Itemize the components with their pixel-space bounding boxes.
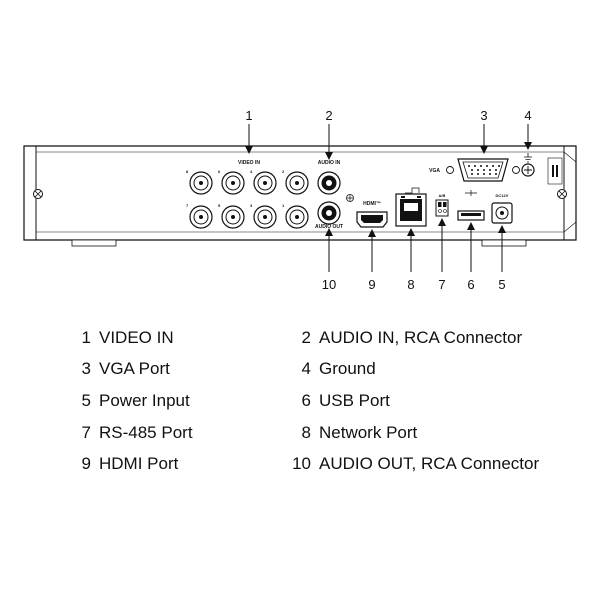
- legend-item-1: 1 VIDEO IN: [65, 328, 174, 348]
- dvr-rear-panel-diagram: VIDEO IN AUDIO IN AUDIO OUT VGA HDMI™ A/…: [23, 108, 577, 290]
- legend-number: 9: [81, 454, 91, 473]
- callout-4: 4: [524, 108, 531, 123]
- vga-panel-label: VGA: [429, 168, 440, 174]
- bnc-number-1: 1: [282, 203, 285, 208]
- callout-3: 3: [480, 108, 487, 123]
- legend-label: VGA Port: [99, 359, 170, 378]
- rs485-panel-label: A/B: [439, 193, 446, 198]
- legend-label: Network Port: [319, 423, 418, 442]
- legend-item-2: 2 AUDIO IN, RCA Connector: [285, 328, 523, 348]
- bnc-number-2: 2: [282, 169, 285, 174]
- port-legend: 1 VIDEO IN 2 AUDIO IN, RCA Connector 3 VGA …: [0, 322, 600, 482]
- bnc-number-7: 7: [186, 203, 189, 208]
- hdmi-panel-label: HDMI™: [363, 201, 381, 207]
- legend-item-6: 6 USB Port: [285, 391, 390, 411]
- legend-label: AUDIO IN, RCA Connector: [319, 328, 523, 347]
- callout-7: 7: [438, 277, 445, 290]
- legend-number: 1: [81, 328, 91, 347]
- bnc-connector-4: [253, 171, 277, 195]
- power-input-jack: [491, 202, 513, 224]
- legend-item-8: 8 Network Port: [285, 423, 418, 443]
- video-in-bnc-group: 8 6 4 2 7 5 3 1: [186, 169, 309, 229]
- legend-number: 2: [301, 328, 311, 347]
- rs485-terminal: [435, 199, 449, 217]
- callout-2: 2: [325, 108, 332, 123]
- power-panel-label: DC12V: [496, 193, 509, 198]
- reset-button-icon: [346, 194, 354, 202]
- audio-out-rca-connector: [317, 201, 341, 225]
- bnc-number-4: 4: [250, 169, 253, 174]
- legend-label: VIDEO IN: [99, 328, 174, 347]
- video-in-panel-label: VIDEO IN: [238, 160, 260, 166]
- usb-port: [457, 190, 485, 221]
- legend-number: 10: [292, 454, 311, 473]
- legend-number: 6: [301, 391, 311, 410]
- legend-item-5: 5 Power Input: [65, 391, 190, 411]
- top-callouts: 1 2 3 4: [245, 108, 532, 160]
- bnc-connector-2: [285, 171, 309, 195]
- network-port: [395, 187, 427, 227]
- legend-number: 4: [301, 359, 311, 378]
- legend-item-4: 4 Ground: [285, 359, 376, 379]
- bnc-number-6: 6: [218, 169, 221, 174]
- legend-item-7: 7 RS-485 Port: [65, 423, 193, 443]
- bnc-connector-3: [253, 205, 277, 229]
- callout-1: 1: [245, 108, 252, 123]
- bnc-connector-6: [221, 171, 245, 195]
- callout-5: 5: [498, 277, 505, 290]
- right-screw-icon: [557, 189, 567, 199]
- bnc-connector-8: [189, 171, 213, 195]
- audio-in-panel-label: AUDIO IN: [318, 160, 341, 166]
- vent-slots-icon: [547, 157, 563, 185]
- bnc-connector-7: [189, 205, 213, 229]
- left-screw-icon: [33, 189, 43, 199]
- legend-label: AUDIO OUT, RCA Connector: [319, 454, 540, 473]
- legend-number: 8: [301, 423, 311, 442]
- callout-9: 9: [368, 277, 375, 290]
- bnc-connector-5: [221, 205, 245, 229]
- legend-number: 5: [81, 391, 91, 410]
- legend-number: 7: [81, 423, 91, 442]
- callout-8: 8: [407, 277, 414, 290]
- legend-label: Ground: [319, 359, 376, 378]
- legend-label: USB Port: [319, 391, 390, 410]
- vga-port: [446, 158, 520, 182]
- audio-out-panel-label: AUDIO OUT: [315, 224, 343, 230]
- callout-6: 6: [467, 277, 474, 290]
- audio-in-rca-connector: [317, 171, 341, 195]
- callout-10: 10: [322, 277, 336, 290]
- bnc-number-8: 8: [186, 169, 189, 174]
- legend-number: 3: [81, 359, 91, 378]
- bottom-callouts: 10 9 8 7 6 5: [322, 218, 506, 290]
- hdmi-port: [356, 211, 388, 228]
- legend-item-9: 9 HDMI Port: [65, 454, 179, 474]
- ground-terminal-icon: [521, 153, 535, 177]
- legend-item-3: 3 VGA Port: [65, 359, 170, 379]
- legend-label: Power Input: [99, 391, 190, 410]
- bnc-connector-1: [285, 205, 309, 229]
- legend-label: RS-485 Port: [99, 423, 193, 442]
- legend-item-10: 10 AUDIO OUT, RCA Connector: [285, 454, 539, 474]
- legend-label: HDMI Port: [99, 454, 179, 473]
- bnc-number-3: 3: [250, 203, 253, 208]
- bnc-number-5: 5: [218, 203, 221, 208]
